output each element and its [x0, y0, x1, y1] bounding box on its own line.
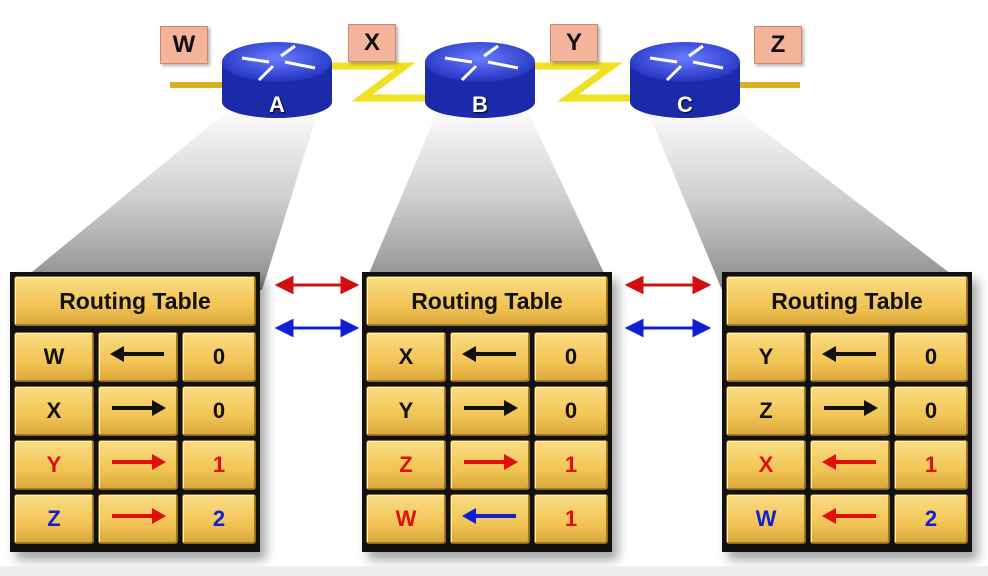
routing-table-title: Routing Table	[14, 276, 256, 326]
destination-cell: Z	[366, 440, 446, 490]
destination-cell: X	[366, 332, 446, 382]
router-label-b: B	[472, 92, 488, 117]
direction-cell	[810, 440, 890, 490]
blue-exchange-arrow-ab	[274, 318, 360, 338]
router-a-icon	[222, 42, 332, 118]
router-b-icon	[425, 42, 535, 118]
network-label-y: Y	[550, 24, 598, 62]
arrow-right-icon	[108, 452, 168, 478]
direction-cell	[98, 386, 178, 436]
destination-cell: W	[726, 494, 806, 544]
hop-count-cell: 0	[182, 386, 256, 436]
destination-cell: Y	[14, 440, 94, 490]
red-exchange-arrow-bc	[624, 275, 712, 295]
destination-cell: X	[726, 440, 806, 490]
serial-link-y	[525, 62, 650, 102]
hop-count-cell: 0	[182, 332, 256, 382]
direction-cell	[450, 386, 530, 436]
arrow-left-icon	[820, 452, 880, 478]
blue-exchange-arrow-bc	[624, 318, 712, 338]
destination-cell: Y	[726, 332, 806, 382]
arrow-left-icon	[460, 344, 520, 370]
view-cone-b	[362, 105, 612, 290]
view-cone-c	[645, 105, 972, 290]
arrow-left-icon	[820, 344, 880, 370]
direction-cell	[450, 440, 530, 490]
destination-cell: W	[366, 494, 446, 544]
routing-table-title: Routing Table	[366, 276, 608, 326]
direction-cell	[450, 494, 530, 544]
arrow-right-icon	[820, 398, 880, 424]
destination-cell: X	[14, 386, 94, 436]
hop-count-cell: 1	[534, 494, 608, 544]
network-label-z: Z	[754, 26, 802, 64]
view-cone-a	[10, 105, 320, 290]
hop-count-cell: 0	[534, 386, 608, 436]
hop-count-cell: 0	[894, 332, 968, 382]
direction-cell	[98, 440, 178, 490]
arrow-left-icon	[108, 344, 168, 370]
serial-link-x	[320, 62, 445, 102]
direction-cell	[810, 494, 890, 544]
direction-cell	[450, 332, 530, 382]
hop-count-cell: 1	[894, 440, 968, 490]
direction-cell	[810, 332, 890, 382]
arrow-right-icon	[460, 398, 520, 424]
hop-count-cell: 0	[894, 386, 968, 436]
red-exchange-arrow-ab	[274, 275, 360, 295]
destination-cell: W	[14, 332, 94, 382]
router-label-c: C	[677, 92, 693, 117]
destination-cell: Y	[366, 386, 446, 436]
direction-cell	[98, 494, 178, 544]
destination-cell: Z	[14, 494, 94, 544]
router-label-a: A	[269, 92, 285, 117]
routing-table-title: Routing Table	[726, 276, 968, 326]
hop-count-cell: 2	[894, 494, 968, 544]
hop-count-cell: 2	[182, 494, 256, 544]
destination-cell: Z	[726, 386, 806, 436]
hop-count-cell: 0	[534, 332, 608, 382]
network-label-w: W	[160, 26, 208, 64]
direction-cell	[810, 386, 890, 436]
arrow-right-icon	[108, 506, 168, 532]
hop-count-cell: 1	[534, 440, 608, 490]
arrow-right-icon	[460, 452, 520, 478]
arrow-left-icon	[460, 506, 520, 532]
network-label-x: X	[348, 24, 396, 62]
bottom-bar	[0, 566, 988, 576]
hop-count-cell: 1	[182, 440, 256, 490]
arrow-left-icon	[820, 506, 880, 532]
arrow-right-icon	[108, 398, 168, 424]
direction-cell	[98, 332, 178, 382]
router-c-icon	[630, 42, 740, 118]
